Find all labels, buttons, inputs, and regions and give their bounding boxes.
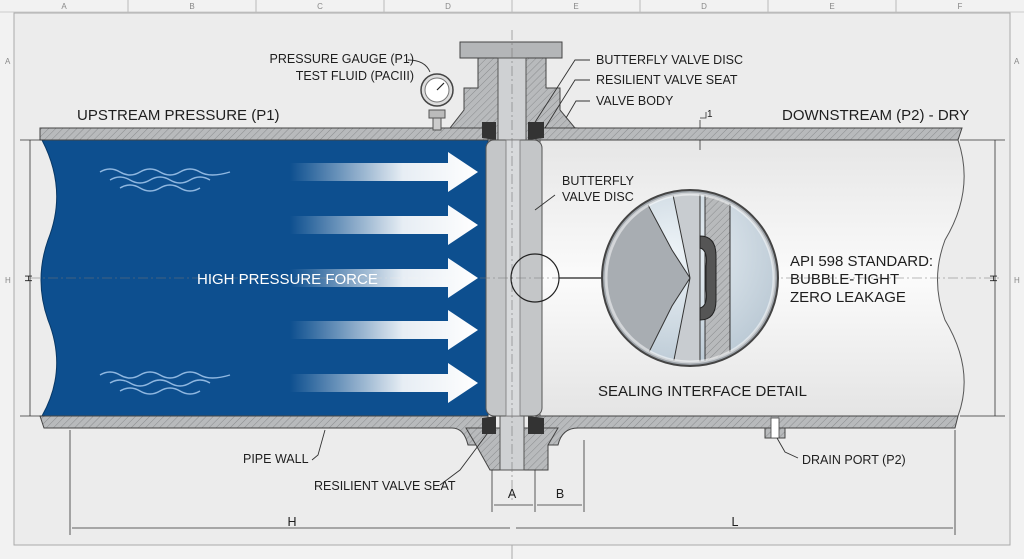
dimension-h-right: H	[989, 275, 1000, 282]
disc-label-mid-1: BUTTERFLY	[562, 174, 635, 188]
sealing-detail-callout	[510, 189, 779, 367]
leader-lines	[311, 59, 799, 486]
dimension-h-left: H	[24, 275, 35, 282]
detail-label: SEALING INTERFACE DETAIL	[598, 383, 807, 400]
frame-zone-label: E	[829, 2, 834, 11]
pressure-arrows	[290, 152, 478, 403]
dimension-a: A	[508, 487, 517, 501]
force-label: HIGH PRESSURE FORCE	[197, 271, 378, 288]
standard-label-1: API 598 STANDARD:	[790, 253, 933, 270]
pressure-gauge-icon	[420, 73, 454, 131]
frame-zone-label: A	[61, 2, 67, 11]
gauge-label-line1: PRESSURE GAUGE (P1)	[270, 52, 414, 66]
gauge-label-line2: TEST FLUID (PACIII)	[296, 69, 414, 83]
pressure-arrow-icon	[290, 258, 478, 298]
disc-label-mid-2: VALVE DISC	[562, 190, 634, 204]
upstream-pressure-label: UPSTREAM PRESSURE (P1)	[77, 107, 280, 124]
pressure-arrow-icon	[290, 152, 478, 192]
pipe-wall	[39, 109, 963, 446]
dimension-h-bottom: H	[287, 515, 296, 529]
frame-zone-label: E	[573, 2, 578, 11]
frame-zone-label: D	[445, 2, 451, 11]
standard-label-2: BUBBLE-TIGHT	[790, 271, 899, 288]
frame-zone-left-a: A	[5, 57, 11, 66]
frame-zone-label: B	[189, 2, 194, 11]
flow-wave-icon	[99, 168, 231, 395]
dimension-lines	[20, 139, 1005, 535]
frame-zone-label: F	[958, 2, 963, 11]
standard-label-3: ZERO LEAKAGE	[790, 289, 906, 306]
frame-zone-label: D	[701, 2, 707, 11]
seat-label-bottom: RESILIENT VALVE SEAT	[314, 479, 456, 493]
pressure-arrow-icon	[290, 205, 478, 245]
dimension-l: L	[732, 515, 739, 529]
seat-label-top: RESILIENT VALVE SEAT	[596, 73, 738, 87]
wall-thickness-label: 1	[707, 109, 713, 120]
drain-port	[764, 417, 786, 439]
valve-body-label: VALVE BODY	[596, 94, 674, 108]
frame-zone-left-h: H	[5, 276, 11, 285]
downstream-label: DOWNSTREAM (P2) - DRY	[782, 107, 969, 124]
pipe-wall-label: PIPE WALL	[243, 452, 309, 466]
frame-zone-label: C	[317, 2, 323, 11]
pressure-arrow-icon	[290, 310, 478, 350]
drain-port-label: DRAIN PORT (P2)	[802, 453, 906, 467]
disc-label-top: BUTTERFLY VALVE DISC	[596, 53, 743, 67]
pressure-arrow-icon	[290, 363, 478, 403]
frame-zone-right-h: H	[1014, 276, 1020, 285]
dimension-b: B	[556, 487, 564, 501]
frame-zone-right-a: A	[1014, 57, 1020, 66]
